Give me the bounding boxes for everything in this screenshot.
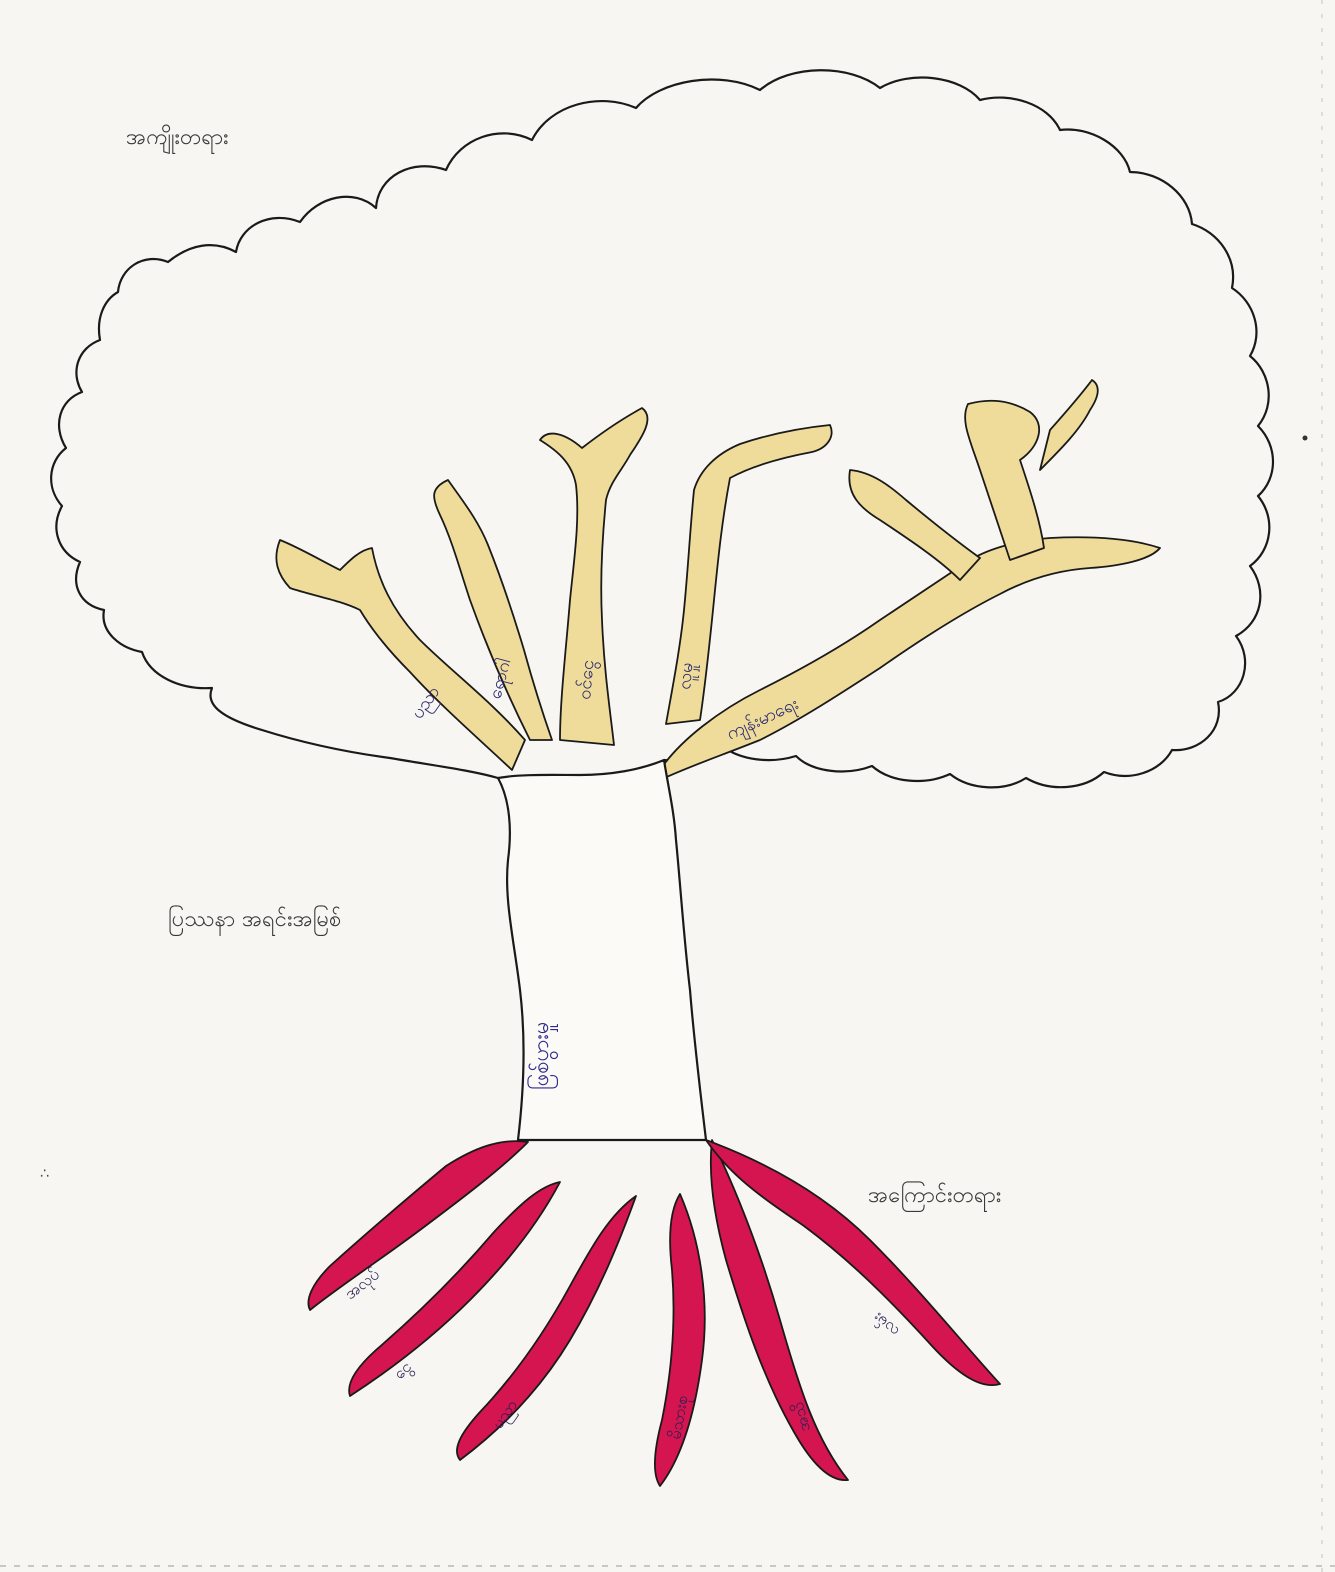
stray-mark: ∴: [40, 1166, 49, 1182]
root-3: [457, 1196, 636, 1460]
label-core-problem: ပြဿနာ အရင်းအမြစ်: [168, 904, 341, 937]
root-1: [308, 1141, 528, 1310]
tree-crown-outline: [51, 70, 1273, 787]
label-causes: အကြောင်းတရား: [868, 1180, 1001, 1213]
root-4: [655, 1194, 705, 1486]
branch-5: [660, 537, 1160, 780]
label-effects: အကျိုးတရား: [126, 122, 229, 155]
branch-5-arm: [849, 470, 980, 580]
branch-5-twig: [1040, 380, 1098, 470]
branch-5-upper: [965, 401, 1044, 560]
stray-dot: [1303, 436, 1308, 441]
tree-branches: [276, 380, 1160, 780]
root-6-handwriting: လမ်း: [869, 1309, 903, 1342]
